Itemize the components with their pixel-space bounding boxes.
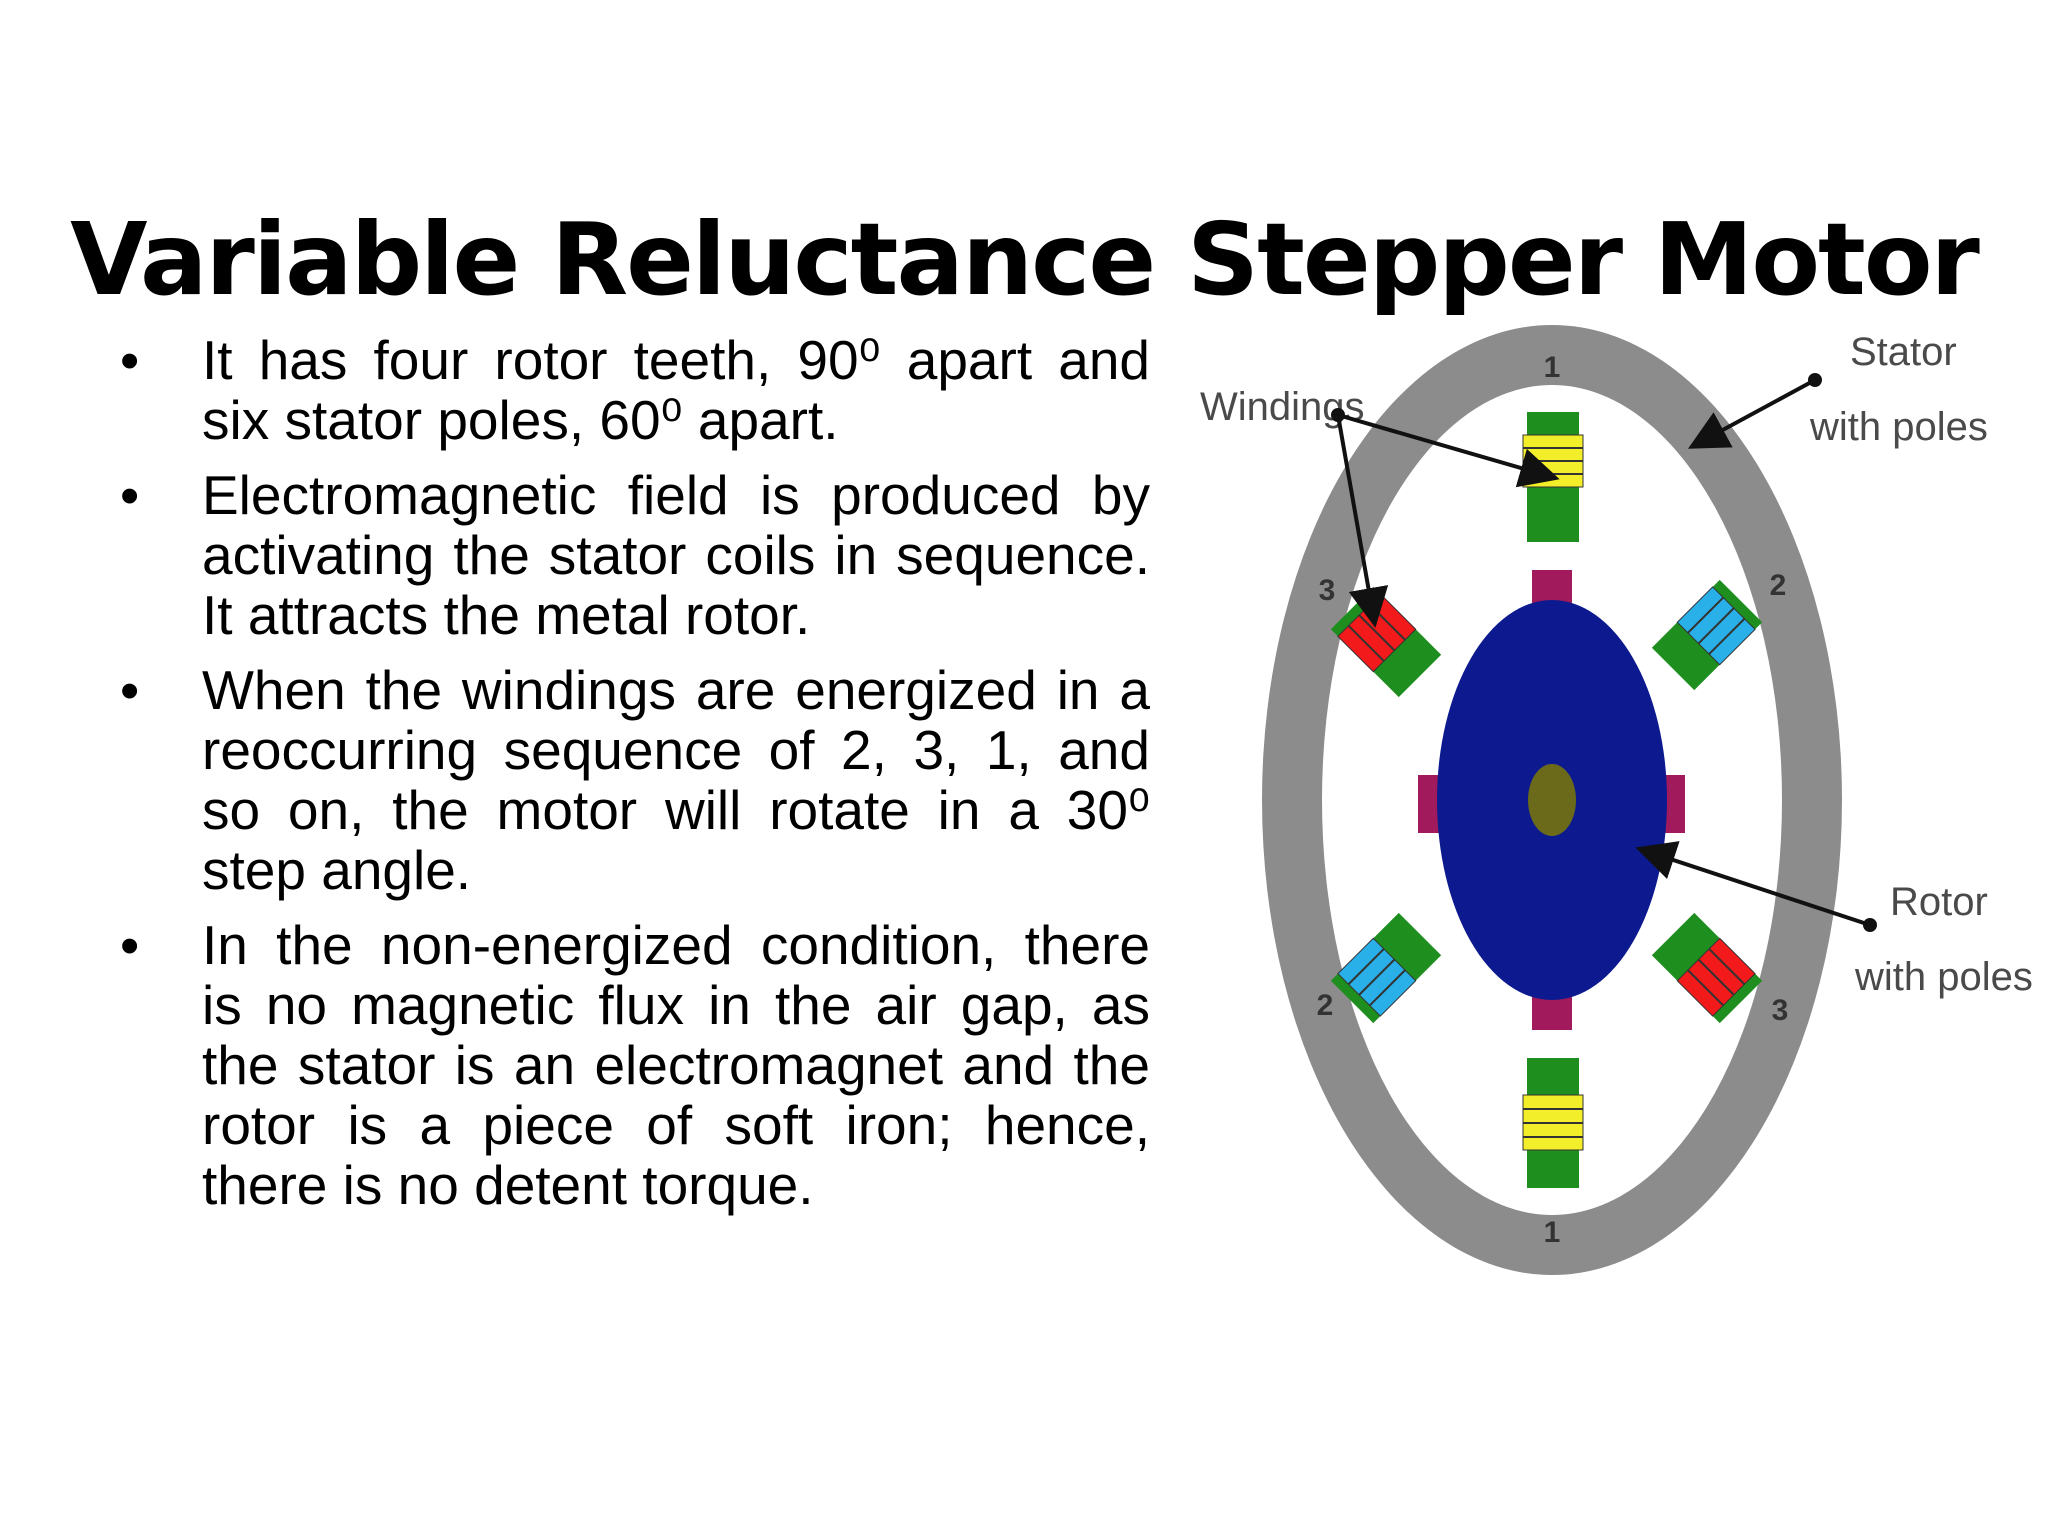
pole-number-bottom: 1	[1544, 1216, 1561, 1249]
stator-pole-upper-right	[1651, 579, 1763, 691]
pole-number-upper-left: 3	[1319, 574, 1336, 607]
pole-number-upper-right: 2	[1770, 569, 1787, 602]
stator-pole-top	[1522, 412, 1584, 542]
bullet-item: Electromagnetic field is produced by act…	[120, 465, 1150, 645]
bullet-list: It has four rotor teeth, 90⁰ apart and s…	[120, 330, 1150, 1230]
stator-arrow	[1687, 378, 1816, 449]
pole-number-lower-left: 2	[1317, 989, 1334, 1022]
pole-number-lower-right: 3	[1772, 994, 1789, 1027]
bullet-item: It has four rotor teeth, 90⁰ apart and s…	[120, 330, 1150, 450]
rotor-shaft	[1528, 764, 1576, 836]
stepper-motor-diagram: 1 2 3 2 3 1 Windings Stator with poles R…	[1200, 325, 2033, 1275]
label-stator-line1: Stator	[1850, 330, 1957, 374]
bullet-item: In the non-energized condition, there is…	[120, 915, 1150, 1215]
rotor-arrow	[1635, 841, 1871, 927]
label-stator-line2: with poles	[1809, 405, 1988, 449]
windings-arrow-left-pole	[1336, 414, 1389, 628]
pole-number-top: 1	[1544, 351, 1561, 384]
label-rotor-line2: with poles	[1854, 955, 2033, 999]
label-rotor-line1: Rotor	[1890, 880, 1988, 924]
bullet-item: When the windings are energized in a reo…	[120, 660, 1150, 900]
windings-arrow-top-pole	[1337, 413, 1560, 488]
stator-pole-lower-left	[1330, 912, 1442, 1024]
slide-title: Variable Reluctance Stepper Motor	[70, 201, 1980, 318]
stator-pole-bottom	[1522, 1058, 1584, 1188]
stator-pole-lower-right	[1651, 912, 1763, 1024]
